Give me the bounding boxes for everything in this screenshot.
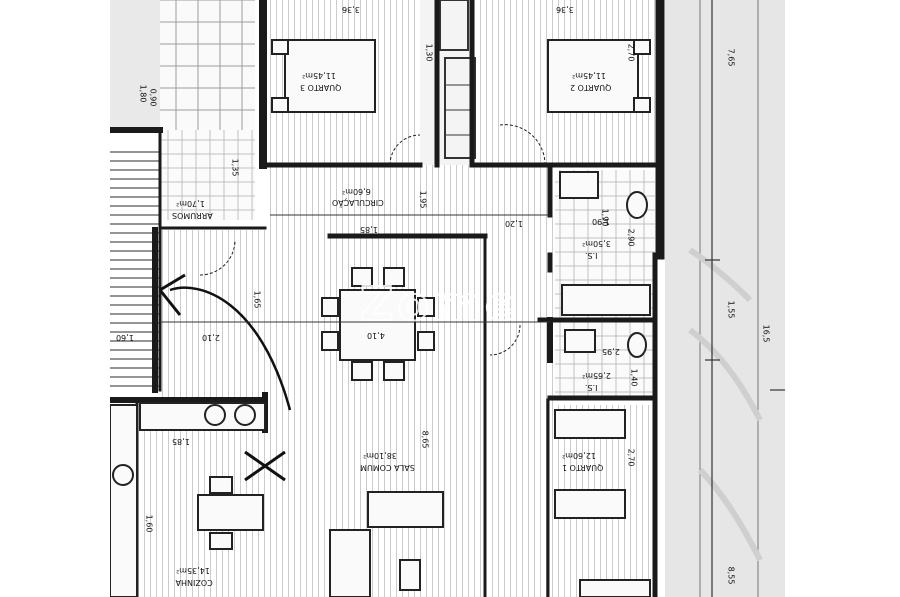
watermark: Zome <box>360 277 520 331</box>
label-quarto3-name: QUARTO 3 <box>300 83 341 92</box>
dim-cozinha-depth: 1,60 <box>144 515 153 533</box>
dim-is2: 1,40 <box>629 369 638 387</box>
label-is1-name: I.S. <box>585 251 598 260</box>
dim-quarto2-depth: 2,70 <box>626 44 635 62</box>
label-cozinha-name: COZINHA <box>175 578 213 587</box>
label-circulacao-name: CIRCULAÇÃO <box>332 198 384 208</box>
staircase <box>110 145 160 390</box>
dim-stairs: 1,60 <box>116 333 134 342</box>
dim-is1-w: 1,90 <box>592 217 610 226</box>
terrace-tiles <box>160 0 255 130</box>
dimension-labels: 3,36 3,36 1,30 2,70 1,95 1,20 1,85 2,90 … <box>116 5 770 584</box>
dim-sala-depth: 8,65 <box>420 431 429 449</box>
dimension-ticks <box>705 0 785 597</box>
dim-arrumos: 1,35 <box>230 159 239 177</box>
dim-cozinha-w: 1,85 <box>172 437 190 446</box>
label-arrumos-area: 1,70m² <box>176 199 205 208</box>
circulacao-floor <box>265 165 555 230</box>
label-quarto1-name: QUARTO 1 <box>562 463 603 472</box>
dim-ext-1: 7,65 <box>726 49 735 67</box>
dim-closet: 1,30 <box>424 44 433 62</box>
label-is2-name: I.S. <box>585 383 598 392</box>
label-quarto1-area: 12,60m² <box>562 451 596 460</box>
dim-is2-w: 2,95 <box>602 347 620 356</box>
walls <box>107 0 665 597</box>
closet <box>420 0 475 165</box>
label-arrumos-name: ARRUMOS <box>172 211 213 220</box>
dim-circ-2: 1,85 <box>360 225 378 234</box>
furniture <box>109 39 651 597</box>
dim-ext-total: 16,5 <box>761 325 770 343</box>
dim-ext-3: 8,55 <box>726 567 735 585</box>
label-quarto2-area: 11,45m² <box>572 71 606 80</box>
dim-quarto1: 2,70 <box>626 449 635 467</box>
label-sala-name: SALA COMUM <box>360 463 415 472</box>
dim-ext-2: 1,55 <box>726 301 735 319</box>
entry-door-swing <box>169 286 292 411</box>
label-is2-area: 2,65m² <box>582 371 611 380</box>
exterior-strip <box>665 0 785 597</box>
room-labels: QUARTO 3 11,45m² QUARTO 2 11,45m² CIRCUL… <box>172 71 611 587</box>
dim-circ-1: 1,20 <box>505 219 523 228</box>
dim-ext-4: 0,90 <box>148 89 157 107</box>
label-quarto2-name: QUARTO 2 <box>570 83 611 92</box>
label-cozinha-area: 14,35m² <box>176 566 210 575</box>
dim-circ-depth: 1,95 <box>418 191 427 209</box>
label-sala-area: 38,10m² <box>363 451 397 460</box>
arrumos-floor <box>160 130 255 220</box>
door-swings <box>199 124 546 356</box>
label-circulacao-area: 6,60m² <box>342 187 371 196</box>
dim-is1-side: 1,90 <box>600 209 609 227</box>
dim-sala-1: 4,10 <box>367 331 385 340</box>
exterior-area <box>110 0 160 130</box>
dim-is1: 2,90 <box>626 229 635 247</box>
label-quarto3-area: 11,45m² <box>302 71 336 80</box>
dim-quarto3-width: 3,36 <box>342 5 360 14</box>
dim-sala-2: 2,10 <box>202 333 220 342</box>
dim-entry: 1,65 <box>252 291 261 309</box>
dim-quarto2-width: 3,36 <box>556 5 574 14</box>
dim-terrace: 1,80 <box>138 85 147 103</box>
label-is1-area: 3,50m² <box>582 239 611 248</box>
